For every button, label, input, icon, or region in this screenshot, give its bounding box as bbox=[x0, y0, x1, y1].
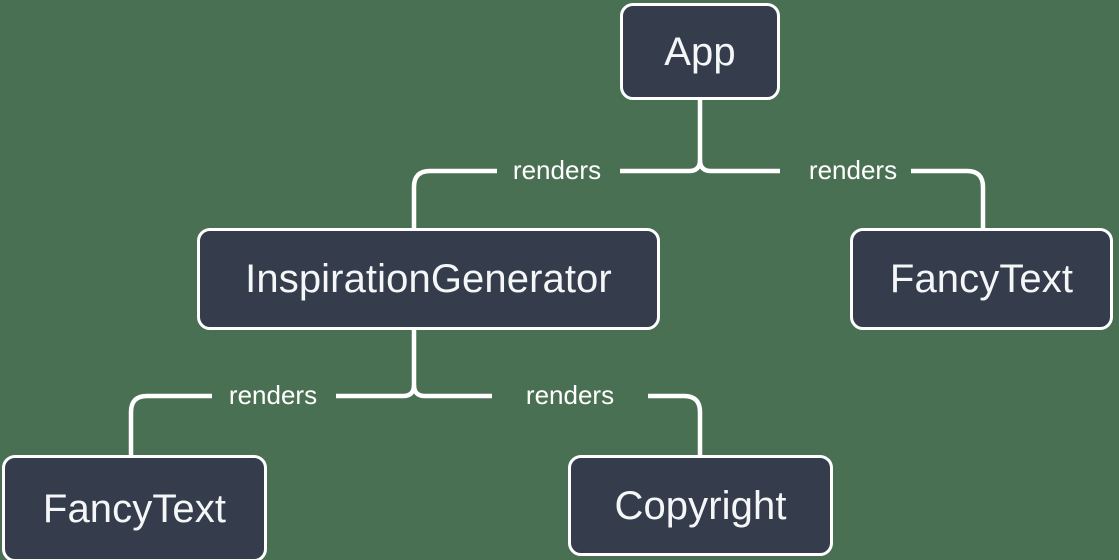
edge-app-junction-right bbox=[697, 159, 780, 174]
node-fancytext-bottom[interactable]: FancyText bbox=[2, 455, 267, 560]
node-fancytext-bottom-label: FancyText bbox=[42, 486, 227, 531]
node-inspirationgenerator[interactable]: InspirationGenerator bbox=[197, 228, 660, 330]
node-copyright-label: Copyright bbox=[614, 483, 787, 528]
edge-app-to-fancytext-right bbox=[911, 168, 986, 228]
edge-inspirationgenerator-junction-left bbox=[336, 384, 417, 399]
edge-label-inspirationgenerator-to-copyright: renders bbox=[525, 380, 615, 410]
node-fancytext-right-label: FancyText bbox=[889, 257, 1074, 301]
node-app-label: App bbox=[664, 29, 736, 74]
edge-label-app-to-fancytext-right: renders bbox=[808, 155, 898, 185]
edge-inspirationgenerator-to-copyright bbox=[648, 393, 703, 455]
node-inspirationgenerator-label: InspirationGenerator bbox=[245, 257, 612, 301]
node-app[interactable]: App bbox=[620, 3, 780, 100]
edge-inspirationgenerator-junction-right bbox=[411, 384, 492, 399]
edge-inspirationgenerator-to-fancytext-bottom bbox=[128, 393, 212, 455]
node-fancytext-right[interactable]: FancyText bbox=[850, 228, 1113, 330]
edge-label-app-to-inspirationgenerator: renders bbox=[512, 155, 602, 185]
edge-label-inspirationgenerator-to-fancytext-bottom: renders bbox=[228, 380, 318, 410]
edge-app-to-inspirationgenerator bbox=[411, 168, 497, 228]
node-copyright[interactable]: Copyright bbox=[568, 455, 833, 556]
edge-app-junction-left bbox=[620, 159, 703, 174]
